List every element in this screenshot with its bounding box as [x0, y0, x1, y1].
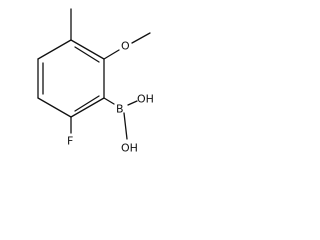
- ring-inner-double-bond-bottom: [74, 95, 100, 112]
- ring-bond-c6-c1: [70, 39, 105, 60]
- hydroxyl-lower-label: OH: [121, 142, 138, 155]
- methoxy-oxygen-to-methyl-bond: [131, 32, 151, 44]
- ring-to-boron-bond: [103, 97, 115, 105]
- ring-to-methoxy-oxygen-bond: [103, 49, 120, 60]
- boron-to-lower-hydroxyl-bond: [123, 112, 128, 140]
- methoxy-oxygen-label: O: [121, 40, 130, 53]
- ring-inner-double-bond-top: [74, 46, 100, 63]
- benzene-ring: [37, 39, 105, 118]
- fluorine-atom-label: F: [67, 135, 73, 148]
- chemical-structure-diagram: O B OH OH F: [37, 8, 154, 155]
- ring-bond-c3-c4: [37, 97, 72, 118]
- hydroxyl-upper-label: OH: [137, 93, 154, 106]
- ring-bond-c4-c5: [70, 97, 105, 118]
- boron-atom-label: B: [116, 103, 124, 116]
- ring-bond-c1-c2: [37, 39, 72, 60]
- boron-to-upper-hydroxyl-bond: [127, 100, 138, 106]
